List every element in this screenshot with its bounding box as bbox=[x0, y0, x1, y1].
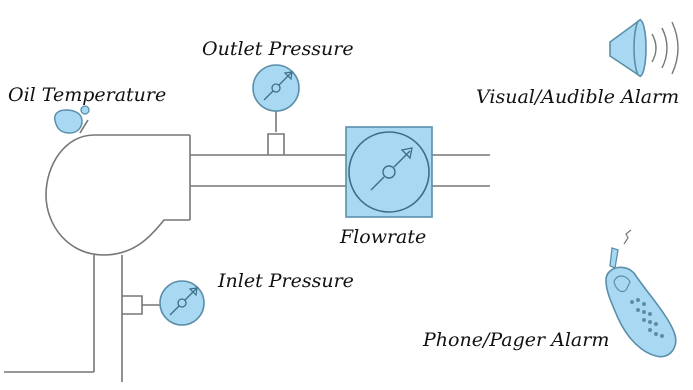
phone-pager-alarm-label: Phone/Pager Alarm bbox=[423, 329, 610, 351]
oil-temperature-sensor bbox=[54, 105, 90, 134]
outlet-pressure-gauge bbox=[252, 64, 300, 155]
inlet-pressure-gauge bbox=[122, 280, 205, 326]
compressor-body bbox=[4, 134, 191, 382]
discharge-pipe bbox=[190, 154, 490, 187]
inlet-pressure-label: Inlet Pressure bbox=[218, 270, 354, 292]
mobile-phone-icon bbox=[605, 229, 677, 358]
flowrate-label: Flowrate bbox=[340, 226, 427, 248]
oil-temperature-label: Oil Temperature bbox=[8, 84, 167, 106]
speaker-icon bbox=[609, 18, 679, 78]
visual-audible-alarm-label: Visual/Audible Alarm bbox=[476, 86, 680, 108]
flowrate-meter bbox=[345, 126, 433, 218]
outlet-pressure-label: Outlet Pressure bbox=[202, 38, 354, 60]
